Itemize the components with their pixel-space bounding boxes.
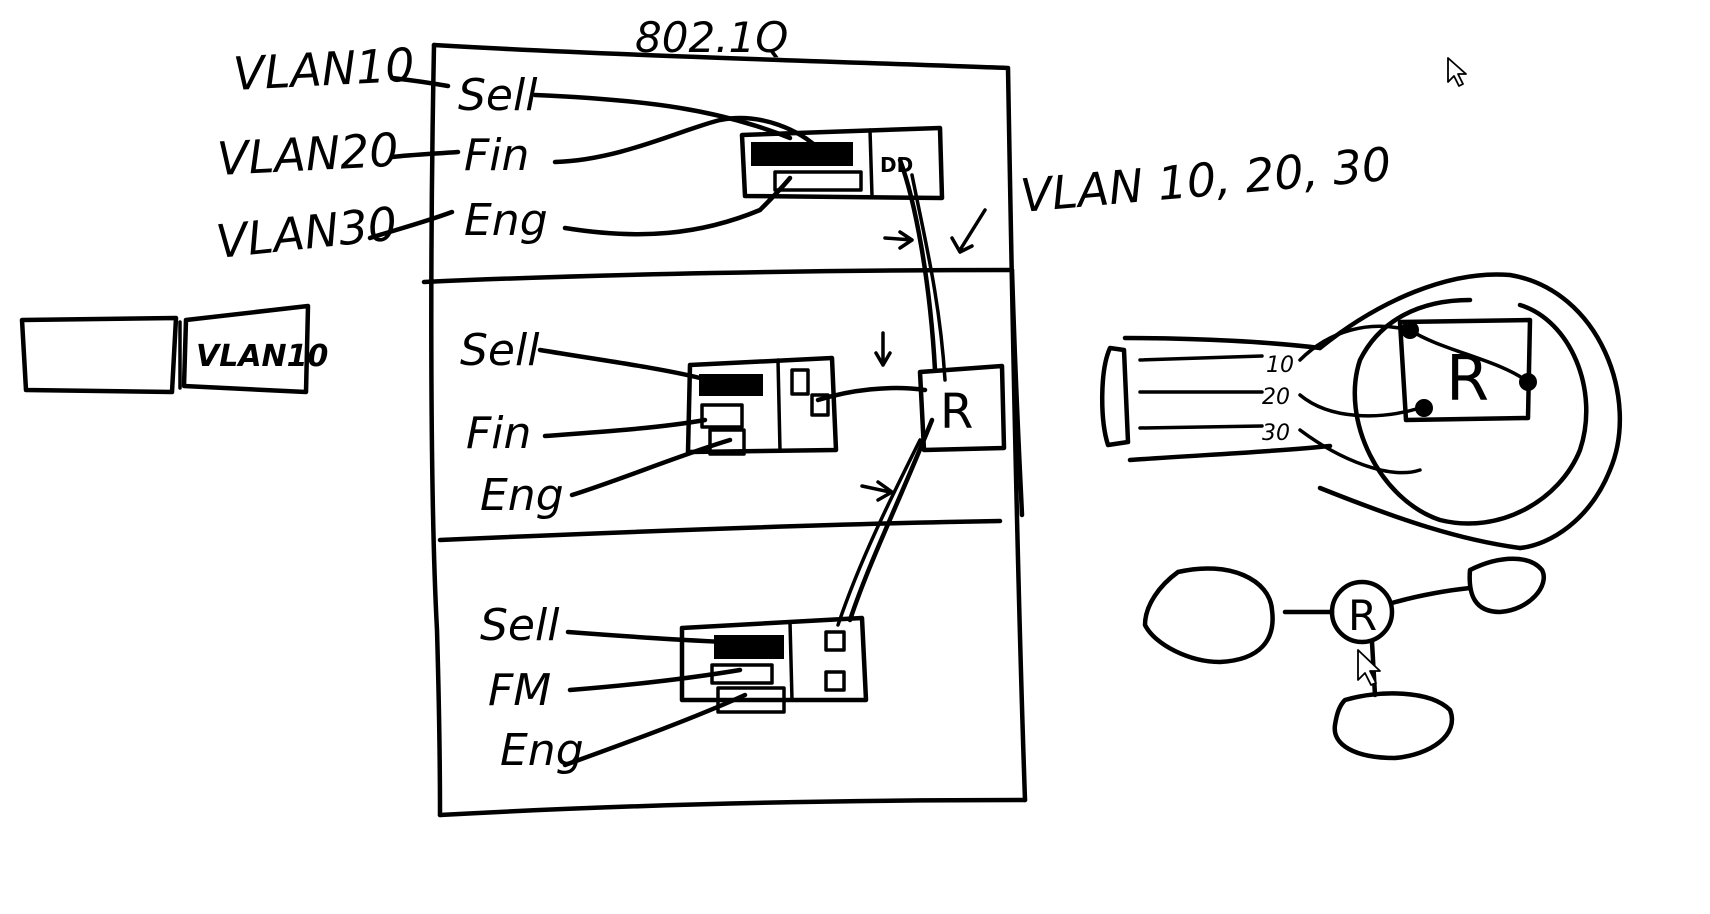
vlan-label-20: VLAN20 bbox=[216, 123, 400, 186]
mouse-pointer-icon bbox=[1447, 57, 1467, 87]
vlan-labels: VLAN10 VLAN20 VLAN30 bbox=[214, 38, 461, 269]
floor1-port-label-3: Eng bbox=[464, 195, 548, 246]
router-letter: R bbox=[940, 384, 973, 440]
mouse-pointer-icon bbox=[1357, 649, 1381, 686]
floor3-port-label-2: FM bbox=[488, 665, 551, 716]
floor2-port-label-3: Eng bbox=[480, 470, 564, 521]
floor-2: Sell Fin Eng R bbox=[460, 325, 1007, 521]
floor-3: Sell FM Eng bbox=[480, 417, 935, 776]
router: R bbox=[917, 363, 1007, 453]
router-network-sketch: R bbox=[1142, 556, 1546, 761]
floor-1: Sell Fin Eng DD bbox=[458, 70, 987, 382]
subif-label-3: 30 bbox=[1262, 421, 1290, 446]
vlan-label-30: VLAN30 bbox=[214, 196, 400, 269]
floor2-port-label-1: Sell bbox=[460, 325, 540, 376]
floor1-port-label-2: Fin bbox=[464, 130, 529, 181]
trunk-vlan-label: VLAN 10, 20, 30 bbox=[1018, 137, 1393, 223]
floor3-port-label-3: Eng bbox=[500, 725, 584, 776]
frame-vlan-tag: VLAN10 bbox=[196, 339, 328, 374]
router-on-stick: 10 20 30 R bbox=[1099, 272, 1623, 551]
floor1-port-label-1: Sell bbox=[458, 70, 538, 121]
svg-text:DD: DD bbox=[880, 153, 913, 177]
floor1-switch: DD bbox=[739, 125, 945, 201]
floor2-switch bbox=[685, 355, 839, 456]
sketch-router-letter: R bbox=[1348, 591, 1377, 640]
vlan-label-10: VLAN10 bbox=[232, 38, 416, 101]
floor3-switch bbox=[679, 615, 869, 714]
subif-label-1: 10 bbox=[1266, 353, 1294, 378]
floor2-port-label-2: Fin bbox=[466, 408, 531, 459]
tagged-frame: VLAN10 bbox=[19, 303, 328, 395]
subif-label-2: 20 bbox=[1262, 385, 1290, 410]
building-outline bbox=[421, 42, 1028, 818]
floor3-port-label-1: Sell bbox=[480, 600, 560, 651]
